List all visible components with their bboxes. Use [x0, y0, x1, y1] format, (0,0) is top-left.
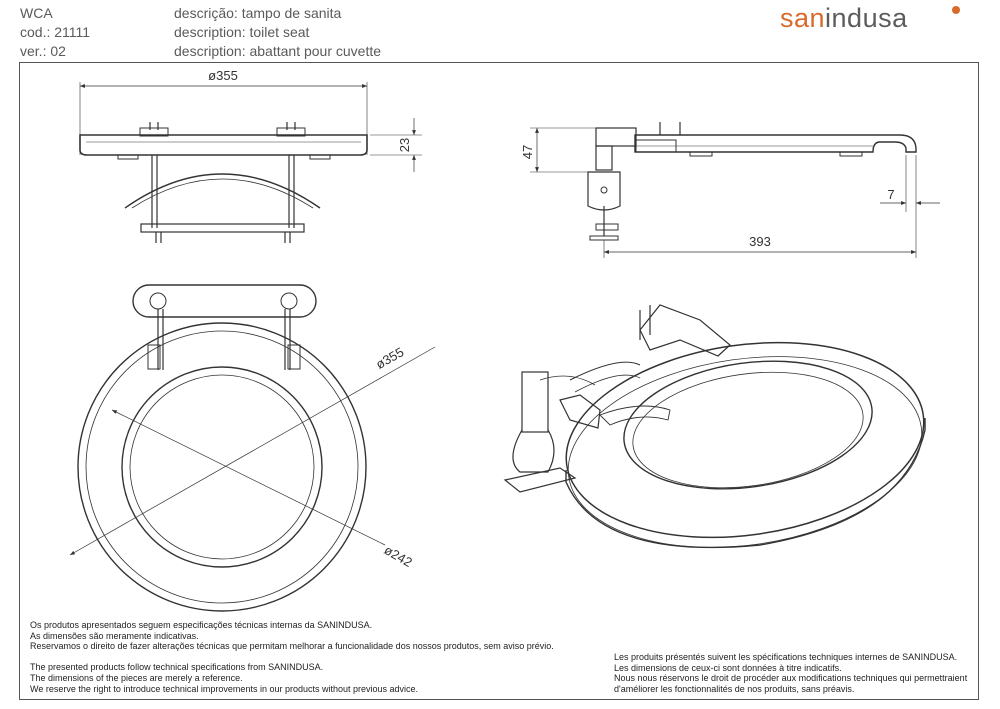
product-code: cod.: 21111: [20, 24, 91, 40]
drawing-frame: [19, 62, 979, 700]
note-fr-1: Les produits présentés suivent les spéci…: [614, 652, 958, 662]
product-description: descrição: tampo de sanita description: …: [174, 4, 381, 61]
front-view: [79, 82, 422, 243]
description-en: description: toilet seat: [174, 24, 310, 40]
note-pt-2: As dimensões são meramente indicativas.: [30, 630, 199, 641]
note-fr-3: Nous nous réservons le droit de procéder…: [614, 673, 968, 684]
dim-height-side: 47: [520, 145, 535, 159]
note-spacer: [30, 652, 554, 663]
dim-outer-diameter: ø355: [373, 344, 406, 372]
note-pt-3: Reservamos o direito de fazer alterações…: [30, 641, 554, 652]
dim-inner-diameter: ø242: [382, 542, 415, 570]
note-pt-1: Os produtos apresentados seguem especifi…: [30, 620, 373, 630]
dim-height-top: 23: [397, 138, 412, 152]
note-en-2: The dimensions of the pieces are merely …: [30, 672, 243, 683]
note-en-3: We reserve the right to introduce techni…: [30, 683, 419, 694]
dim-offset-side: 7: [887, 187, 894, 202]
description-fr: description: abattant pour cuvette: [174, 43, 382, 59]
product-version: ver.: 02: [20, 43, 66, 59]
note-fr-2: Les dimensions de ceux-ci sont données à…: [614, 662, 842, 673]
notes-right: Les produits présentés suivent les spéci…: [614, 652, 967, 694]
side-view: [530, 122, 940, 258]
product-info: WCA cod.: 21111 ver.: 02: [20, 4, 90, 61]
product-name: WCA: [20, 5, 53, 21]
note-en-1: The presented products follow technical …: [30, 662, 324, 673]
dim-width-top: ø355: [208, 68, 238, 83]
sanindusa-logo: sanindusa: [780, 3, 908, 33]
isometric-view: [503, 304, 926, 549]
logo-mark-icon: [952, 6, 960, 14]
dim-length-side: 393: [749, 234, 771, 249]
plan-view: [69, 284, 436, 612]
description-pt: descrição: tampo de sanita: [174, 5, 342, 21]
note-fr-4: d'améliorer les fonctionnalités de nos p…: [614, 683, 855, 694]
notes-left: Os produtos apresentados seguem especifi…: [30, 620, 554, 694]
